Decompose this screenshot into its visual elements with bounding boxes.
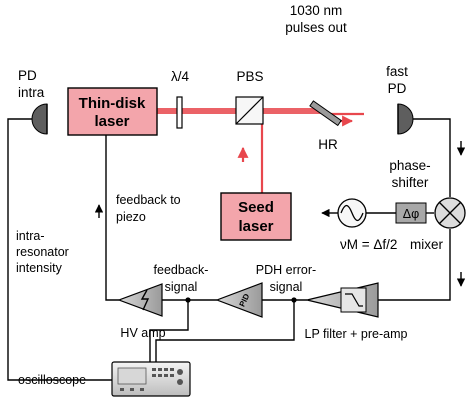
phase-shifter-label-2: shifter bbox=[392, 175, 429, 190]
mixer-cross-2 bbox=[438, 201, 462, 225]
seed-laser-label-1: Seed bbox=[238, 199, 274, 216]
phase-shifter-label-1: phase- bbox=[389, 158, 430, 173]
phase-shifter-symbol: Δφ bbox=[403, 207, 419, 221]
junction-feedback bbox=[185, 297, 191, 303]
feedback-signal-label-1: feedback- bbox=[154, 263, 209, 277]
feedback-signal-label-2: signal bbox=[165, 280, 198, 294]
oscilloscope-label: oscilloscope bbox=[18, 373, 86, 387]
fast-pd-label-2: PD bbox=[388, 81, 407, 96]
wire-mixer-to-filter bbox=[378, 229, 451, 301]
pbs-label: PBS bbox=[236, 69, 263, 84]
output-label-1: 1030 nm bbox=[290, 3, 343, 18]
wire-intra-to-scope bbox=[7, 118, 112, 381]
mixer-label: mixer bbox=[410, 237, 444, 252]
seed-laser-label-2: laser bbox=[238, 218, 273, 235]
high-voltage-icon bbox=[140, 289, 150, 311]
pd-intra-label-2: intra bbox=[18, 85, 45, 100]
seed-laser-box bbox=[220, 192, 292, 241]
feedback-piezo-label-2: piezo bbox=[116, 210, 146, 224]
oscilloscope-screen bbox=[117, 367, 147, 385]
pd-intra-label-1: PD bbox=[18, 68, 37, 83]
wire-fastpd-to-mixer bbox=[413, 118, 451, 197]
quarter-wave-plate bbox=[176, 96, 183, 129]
hv-amp-icon bbox=[117, 283, 163, 317]
sine-wave-glyph bbox=[340, 204, 364, 222]
pdh-error-label-1: PDH error- bbox=[256, 263, 316, 277]
wire-hvamp-to-laser bbox=[105, 130, 119, 301]
thin-disk-laser-label-2: laser bbox=[94, 113, 129, 130]
intra-intensity-label-1: intra- bbox=[16, 229, 44, 243]
frequency-relation: νM = Δf/2 bbox=[340, 237, 397, 252]
hr-mirror bbox=[309, 100, 342, 127]
wire-feedback-tap bbox=[149, 300, 189, 368]
phase-shifter-box bbox=[395, 202, 427, 224]
wire-pdh-tap bbox=[155, 300, 295, 368]
fast-pd-label-1: fast bbox=[386, 64, 408, 79]
pd-intra-icon bbox=[31, 103, 48, 135]
junction-pdh bbox=[291, 297, 297, 303]
quarter-wave-label: λ/4 bbox=[171, 69, 190, 84]
hv-amp-label: HV amp bbox=[120, 326, 165, 340]
thin-disk-laser-label-1: Thin-disk bbox=[79, 95, 146, 112]
feedback-piezo-label-1: feedback to bbox=[116, 193, 181, 207]
intra-intensity-label-2: resonator bbox=[16, 245, 69, 259]
lp-filter-label: LP filter + pre-amp bbox=[305, 327, 408, 341]
pbs-diagonal bbox=[235, 96, 264, 125]
lp-filter-symbol-box bbox=[340, 287, 367, 313]
intra-intensity-label-3: intensity bbox=[16, 261, 63, 275]
lp-filter-response-glyph bbox=[345, 293, 363, 307]
fast-pd-icon bbox=[397, 103, 414, 135]
hr-label: HR bbox=[318, 137, 338, 152]
pid-controller-icon bbox=[215, 282, 263, 318]
thin-disk-laser-box bbox=[67, 87, 158, 136]
output-label-2: pulses out bbox=[285, 20, 347, 35]
oscilloscope-knobs bbox=[120, 368, 183, 391]
pdh-error-label-2: signal bbox=[270, 280, 303, 294]
